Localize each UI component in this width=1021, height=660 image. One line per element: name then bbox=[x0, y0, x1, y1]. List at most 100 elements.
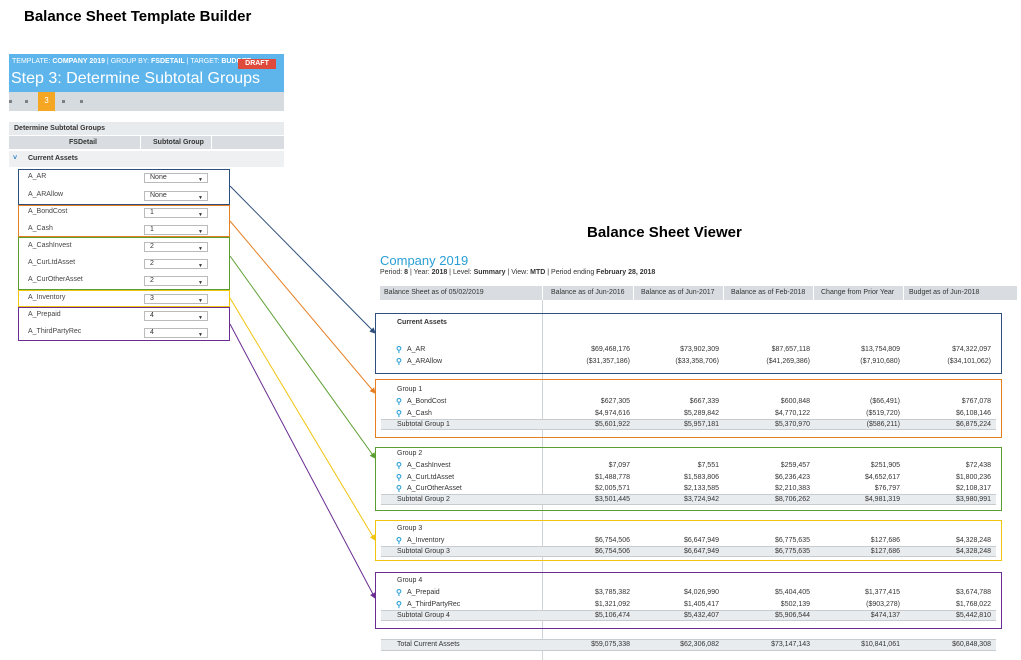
cell: $5,106,474 bbox=[594, 612, 630, 619]
search-icon[interactable]: ⚲ bbox=[396, 397, 402, 406]
cell: $73,147,143 bbox=[771, 641, 810, 648]
cell: $1,321,092 bbox=[594, 601, 630, 608]
cell: $13,754,809 bbox=[861, 346, 900, 353]
cell: ($34,101,062) bbox=[947, 358, 991, 365]
builder-group-4-box bbox=[18, 307, 230, 341]
group-2-label: Group 2 bbox=[397, 450, 423, 457]
cell: $251,905 bbox=[870, 462, 900, 469]
search-icon[interactable]: ⚲ bbox=[396, 345, 402, 354]
col-jun-2017: Balance as of Jun-2017 bbox=[641, 289, 715, 296]
group-4-label: Group 4 bbox=[397, 577, 423, 584]
cell: $5,432,407 bbox=[683, 612, 719, 619]
row-a-bondcost[interactable]: A_BondCost bbox=[407, 398, 447, 405]
search-icon[interactable]: ⚲ bbox=[396, 473, 402, 482]
row-a-curotherasset[interactable]: A_CurOtherAsset bbox=[407, 485, 462, 492]
row-a-ar[interactable]: A_AR bbox=[407, 346, 426, 353]
subtotal-select-a-bondcost[interactable]: 1▼ bbox=[144, 208, 208, 218]
step-dot-2[interactable] bbox=[25, 100, 28, 103]
chevron-down-icon[interactable]: ˅ bbox=[13, 155, 18, 162]
cell: $60,848,308 bbox=[952, 641, 991, 648]
subtotal-select-a-thirdpartyrec[interactable]: 4▼ bbox=[144, 328, 208, 338]
cell: $5,289,842 bbox=[683, 410, 719, 417]
cell: $3,724,942 bbox=[683, 496, 719, 503]
row-label-a-bondcost: A_BondCost bbox=[28, 208, 68, 215]
subtotal-group-4-label: Subtotal Group 4 bbox=[397, 612, 450, 619]
cell: $6,236,423 bbox=[774, 474, 810, 481]
cell: $5,370,970 bbox=[774, 421, 810, 428]
dropdown-arrow-icon: ▼ bbox=[198, 195, 203, 201]
row-a-cashinvest[interactable]: A_CashInvest bbox=[407, 462, 451, 469]
subtotal-select-a-curltdasset[interactable]: 2▼ bbox=[144, 259, 208, 269]
subtotal-select-a-arallow[interactable]: None▼ bbox=[144, 191, 208, 201]
cell: $3,501,445 bbox=[594, 496, 630, 503]
step-active-3[interactable]: 3 bbox=[38, 92, 55, 111]
cell: $627,305 bbox=[600, 398, 630, 405]
row-a-inventory[interactable]: A_Inventory bbox=[407, 537, 445, 544]
subtotal-select-a-cashinvest[interactable]: 2▼ bbox=[144, 242, 208, 252]
cell: $4,026,990 bbox=[683, 589, 719, 596]
dropdown-arrow-icon: ▼ bbox=[198, 177, 203, 183]
cell: ($7,910,680) bbox=[860, 358, 900, 365]
subtotal-group-2-label: Subtotal Group 2 bbox=[397, 496, 450, 503]
subtotal-select-a-inventory[interactable]: 3▼ bbox=[144, 294, 208, 304]
row-a-prepaid[interactable]: A_Prepaid bbox=[407, 589, 440, 596]
step-dot-4[interactable] bbox=[62, 100, 65, 103]
row-a-arallow[interactable]: A_ARAllow bbox=[407, 358, 443, 365]
row-a-thirdpartyrec[interactable]: A_ThirdPartyRec bbox=[407, 601, 461, 608]
step-dot-5[interactable] bbox=[80, 100, 83, 103]
subtotal-group-1-label: Subtotal Group 1 bbox=[397, 421, 450, 428]
search-icon[interactable]: ⚲ bbox=[396, 409, 402, 418]
cell: $127,686 bbox=[870, 537, 900, 544]
col-divider bbox=[542, 286, 543, 300]
subtotal-select-a-curotherasset[interactable]: 2▼ bbox=[144, 276, 208, 286]
company-title: Company 2019 bbox=[380, 253, 469, 268]
col-feb-2018: Balance as of Feb-2018 bbox=[731, 289, 806, 296]
viewer-title: Balance Sheet Viewer bbox=[587, 224, 742, 241]
col-divider bbox=[633, 286, 634, 300]
search-icon[interactable]: ⚲ bbox=[396, 536, 402, 545]
viewer-group-1-box bbox=[375, 379, 1002, 438]
subtotal-row-bg bbox=[381, 419, 996, 430]
builder-column-header: FSDetail Subtotal Group bbox=[9, 136, 284, 149]
cell: ($41,269,386) bbox=[766, 358, 810, 365]
subtotal-select-a-prepaid[interactable]: 4▼ bbox=[144, 311, 208, 321]
search-icon[interactable]: ⚲ bbox=[396, 588, 402, 597]
dropdown-arrow-icon: ▼ bbox=[198, 315, 203, 321]
cell: $1,488,778 bbox=[594, 474, 630, 481]
cell: $1,377,415 bbox=[864, 589, 900, 596]
cell: $2,005,571 bbox=[594, 485, 630, 492]
group-3-label: Group 3 bbox=[397, 525, 423, 532]
col-divider bbox=[723, 286, 724, 300]
subtotal-select-a-cash[interactable]: 1▼ bbox=[144, 225, 208, 235]
cell: $87,657,118 bbox=[771, 346, 810, 353]
row-label-a-arallow: A_ARAllow bbox=[28, 191, 64, 198]
step-bar bbox=[9, 92, 284, 111]
search-icon[interactable]: ⚲ bbox=[396, 600, 402, 609]
arrow-ungrouped bbox=[229, 185, 376, 334]
builder-group-2-box bbox=[18, 237, 230, 290]
viewer-vertical-divider bbox=[542, 300, 543, 660]
search-icon[interactable]: ⚲ bbox=[396, 484, 402, 493]
subtotal-select-a-ar[interactable]: None▼ bbox=[144, 173, 208, 183]
viewer-group-2-box bbox=[375, 447, 1002, 511]
search-icon[interactable]: ⚲ bbox=[396, 461, 402, 470]
row-label-a-curltdasset: A_CurLtdAsset bbox=[28, 259, 76, 266]
subtotal-row-bg bbox=[381, 610, 996, 621]
group-1-label: Group 1 bbox=[397, 386, 423, 393]
category-current-assets[interactable]: ˅ Current Assets bbox=[9, 151, 284, 167]
cell: $767,078 bbox=[961, 398, 991, 405]
cell: $4,981,319 bbox=[864, 496, 900, 503]
cell: $6,775,635 bbox=[774, 548, 810, 555]
cell: $5,906,544 bbox=[774, 612, 810, 619]
builder-title: Balance Sheet Template Builder bbox=[24, 8, 252, 25]
builder-group-none-box bbox=[18, 169, 230, 205]
search-icon[interactable]: ⚲ bbox=[396, 357, 402, 366]
row-a-curltdasset[interactable]: A_CurLtdAsset bbox=[407, 474, 455, 481]
cell: $5,957,181 bbox=[683, 421, 719, 428]
arrow-group-1 bbox=[229, 220, 376, 394]
step-dot-1[interactable] bbox=[9, 100, 12, 103]
section-title: Determine Subtotal Groups bbox=[9, 122, 284, 135]
cell: $5,601,922 bbox=[594, 421, 630, 428]
row-a-cash[interactable]: A_Cash bbox=[407, 410, 432, 417]
